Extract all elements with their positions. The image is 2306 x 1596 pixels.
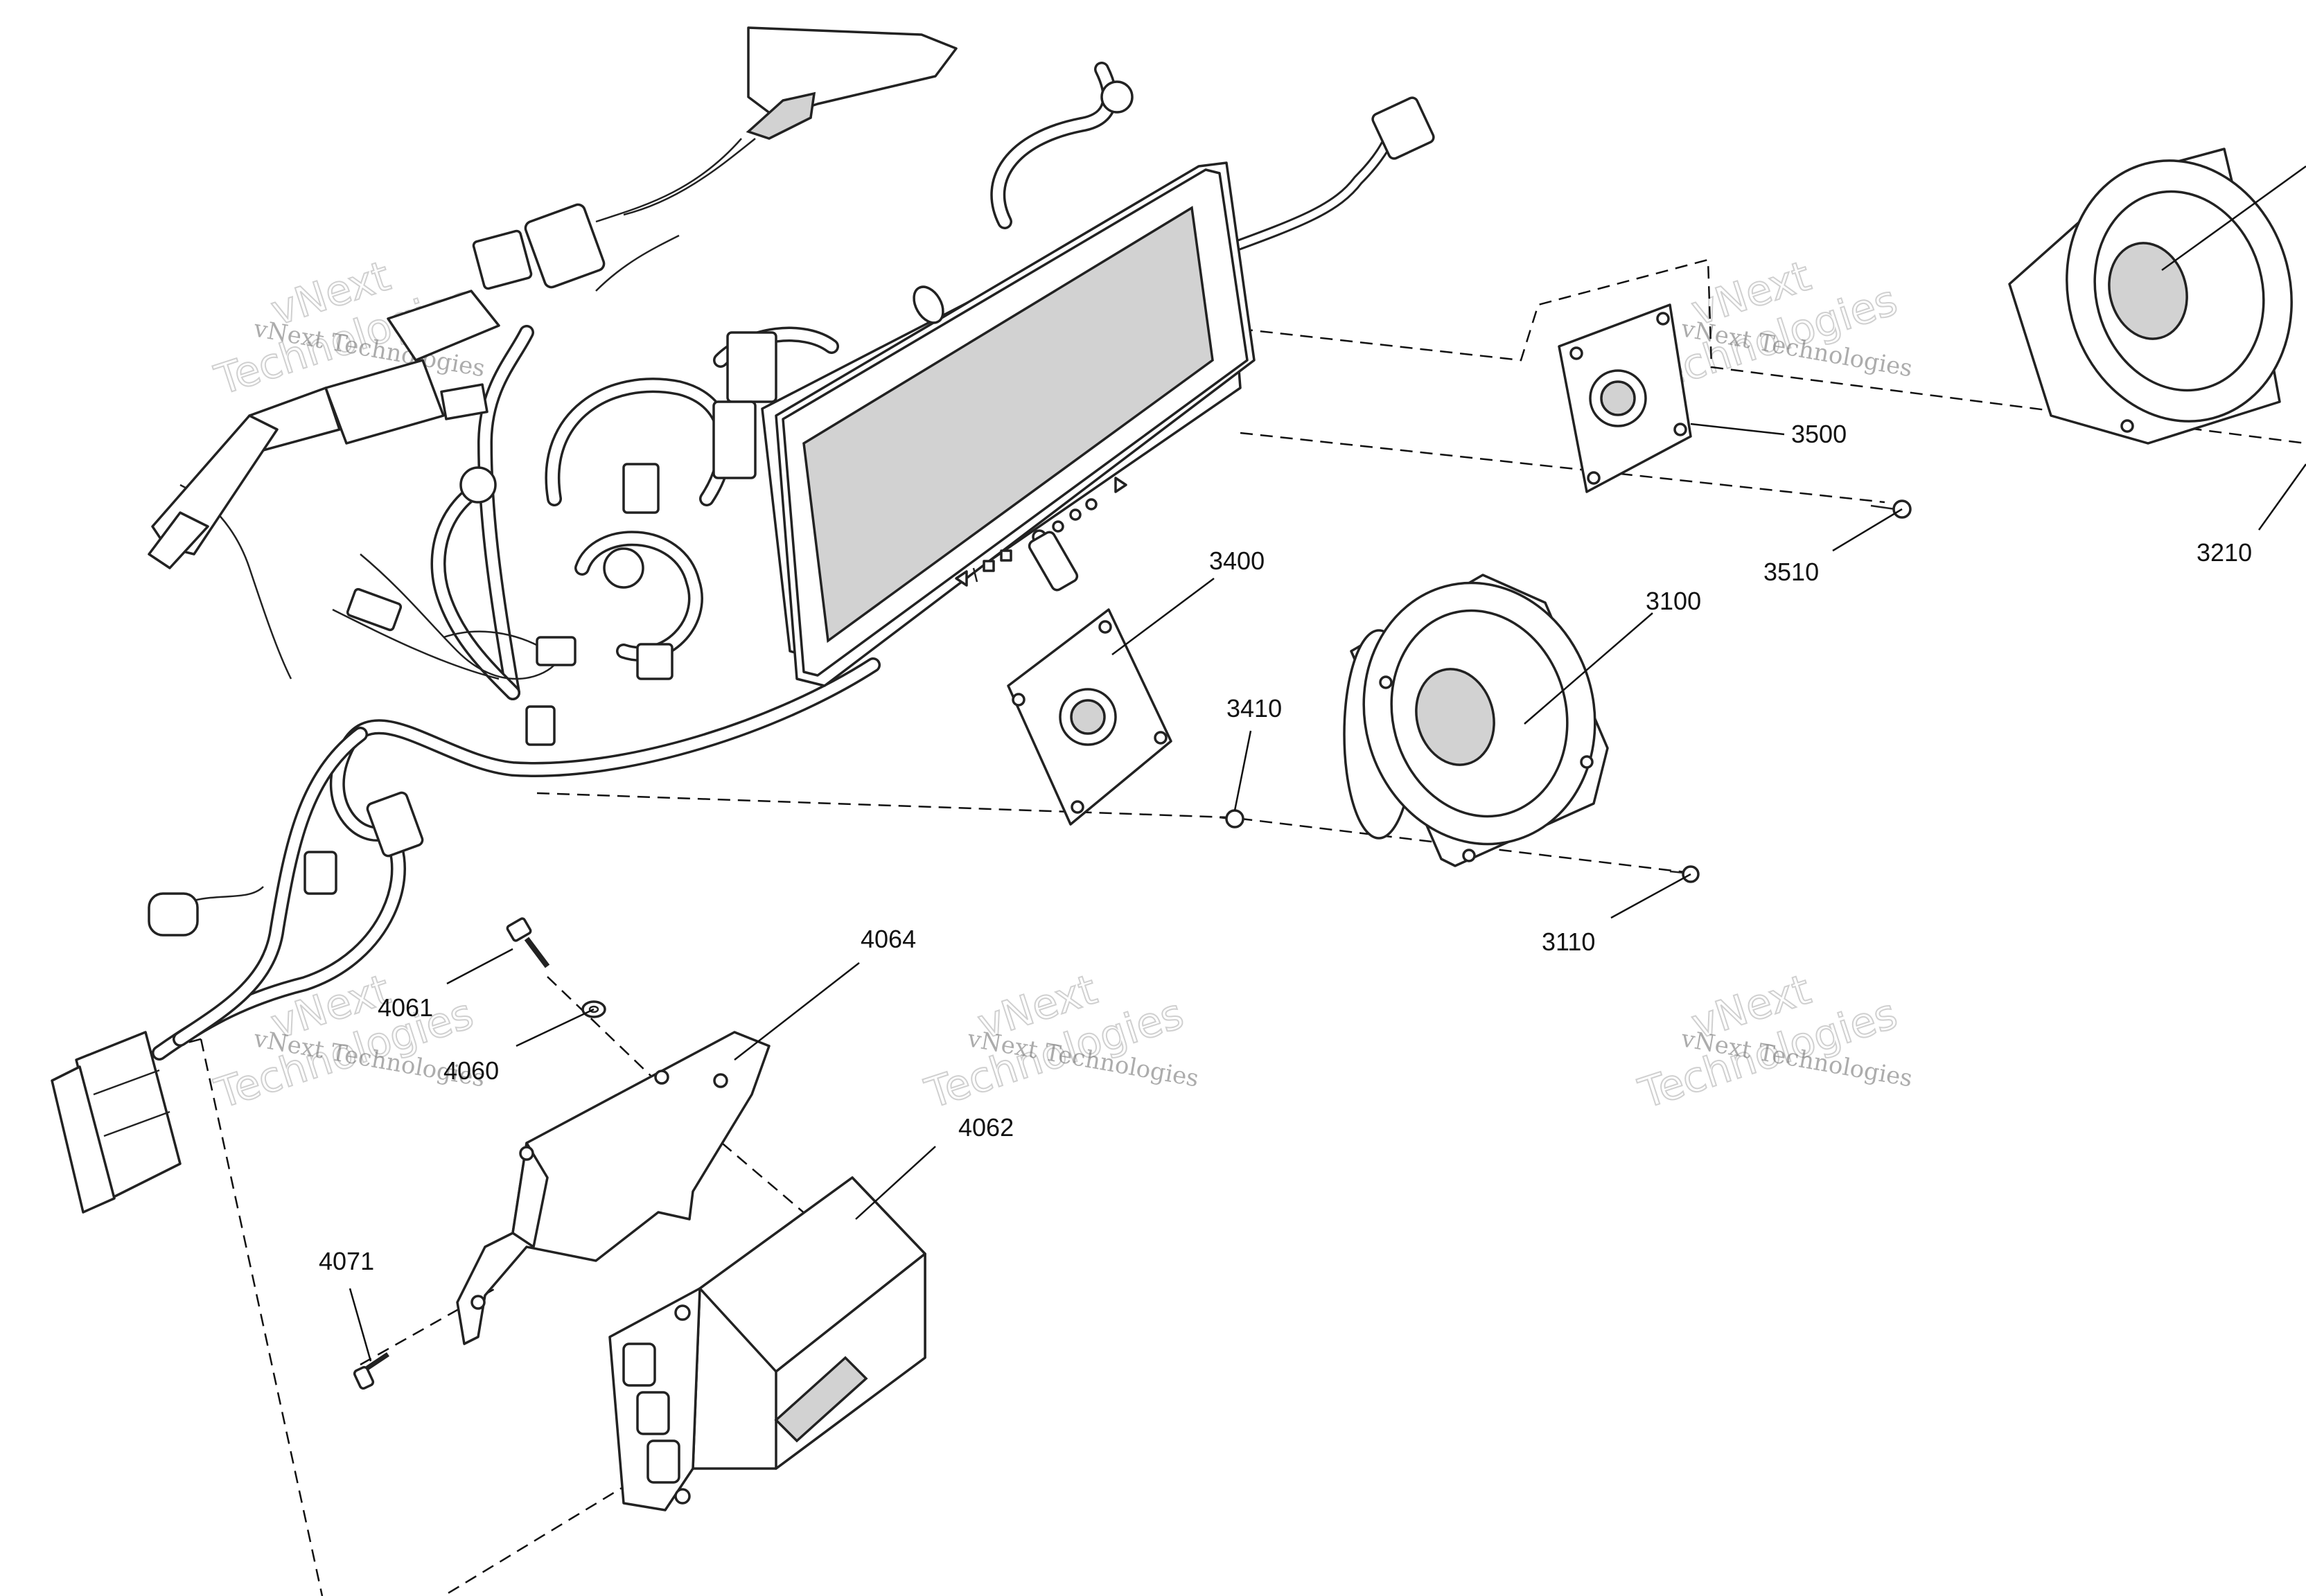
connector-display-b [712,400,757,479]
connector-clip [525,705,556,746]
bracket-4064 [456,1031,771,1345]
assembly-lines [121,258,2306,1596]
bracket-hole [713,1073,728,1088]
tweeter-hole [1098,620,1112,634]
bolt-3110 [1669,865,1700,883]
tweeter-hole [1154,731,1168,745]
screw-head [353,1365,375,1390]
grommet [1100,80,1134,114]
speaker-3100 [1343,574,1609,867]
amplifier-bracket [456,1031,771,1345]
callout-4061: 4061 [378,993,433,1022]
harness-connectors [51,26,1435,1214]
amplifier-connector [636,1391,670,1435]
tweeter-dome [1070,699,1106,735]
bolt-3410 [1219,809,1244,828]
amplifier-4062 [608,1176,926,1511]
display-knob [913,285,944,324]
amplifier-label [774,1356,868,1443]
screw-4071 [353,1352,389,1390]
connector-lower [366,791,424,858]
tweeter-hole [1587,471,1601,485]
connector-top-right [1371,96,1435,160]
bolt-head [1225,809,1244,828]
flat-cable-end [148,511,209,569]
bolt-3510 [1870,499,1912,519]
assembly-line-tweeter-right [1240,258,2306,445]
tweeter-hole [1569,346,1583,360]
callout-3510: 3510 [1763,558,1819,586]
amplifier-hole [674,1304,691,1321]
callout-4064: 4064 [861,925,916,953]
speaker-hole [1462,849,1476,862]
assembly-line-harness-left [200,1038,324,1596]
tweeter-hole [1071,800,1084,814]
bracket-hole [519,1146,534,1161]
wiring-harness [152,62,1398,1061]
speaker-hole [2120,419,2134,433]
bracket-flange [511,1142,549,1248]
display-button-icon [1000,549,1012,562]
amplifier-connector [646,1439,680,1484]
connector-display-a [726,331,777,403]
tweeter-hole [1012,693,1026,707]
connector-mid-b [636,643,674,680]
grommet-harness-b [603,547,644,589]
speaker-dustcap [1415,668,1495,766]
relay-module [524,203,606,289]
display-button-next-icon [1114,477,1127,493]
callout-3210: 3210 [2197,538,2252,567]
connector-left-a [346,587,403,632]
assembly-line-bolt-3510 [1240,432,1885,504]
sensor-bracket [747,26,958,119]
connector-left-b [536,636,576,666]
callout-3410: 3410 [1226,694,1282,722]
speaker-3210 [2008,148,2293,445]
tweeter-hole [1673,423,1687,436]
bolt-4061 [506,917,550,968]
grommet-harness [459,466,497,504]
display-button-back-icon [955,570,968,587]
connector-small [440,383,489,420]
speaker-hole [1580,755,1594,769]
connector-mid [622,463,660,514]
tweeter-3400 [1007,608,1172,826]
callout-3400: 3400 [1209,547,1265,575]
callout-labels: 3500 3510 3210 3400 3100 3410 3110 4064 … [319,420,2252,1275]
speaker-hole [1379,675,1393,689]
callout-3500: 3500 [1791,420,1847,448]
display-button-icon [983,560,995,572]
bolt-head [506,917,532,942]
callout-4062: 4062 [958,1113,1014,1142]
round-connector [148,892,199,937]
display-button-icon [972,567,978,583]
amplifier-connector [622,1342,656,1387]
callout-3100: 3100 [1646,587,1701,615]
callout-4071: 4071 [319,1247,374,1275]
bracket-hole [654,1070,669,1085]
tweeter-dome [1600,380,1636,416]
display-button-icon [1069,508,1082,521]
connector-housing [324,359,445,445]
sensor-tip [746,91,816,140]
connector-block [472,229,533,290]
display-button-icon [1085,498,1098,511]
display-button-icon [1052,520,1064,533]
bracket-hole [470,1295,486,1310]
display-unit [761,161,1256,687]
display-mount [1028,531,1079,592]
callout-4060: 4060 [443,1056,499,1085]
tweeter-3500 [1558,303,1692,493]
display-screen [802,206,1214,644]
amplifier-hole [674,1488,691,1505]
callout-3110: 3110 [1542,928,1595,956]
tweeter-hole [1656,312,1670,326]
connector-plug [387,290,500,362]
leader-lines [349,165,2306,1362]
multi-connector-side [51,1065,116,1214]
clip-lower [303,851,337,895]
